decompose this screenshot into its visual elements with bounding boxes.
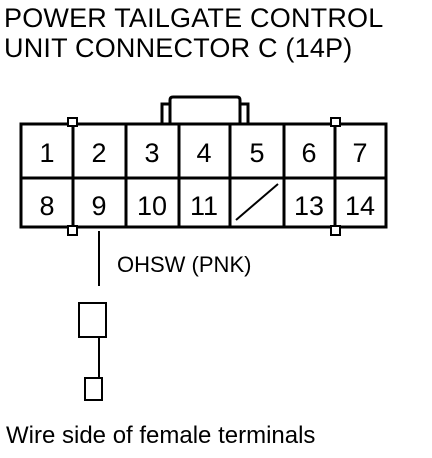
guide-peg-top-left <box>67 117 78 127</box>
diagram-title-line-1: POWER TAILGATE CONTROL <box>4 3 384 33</box>
pin-number: 13 <box>294 191 324 221</box>
pin-number: 9 <box>91 191 106 221</box>
guide-peg-bottom-right <box>330 225 341 236</box>
connector-body <box>19 122 388 229</box>
pin-number: 6 <box>301 138 316 168</box>
diagram-title-line-2: UNIT CONNECTOR C (14P) <box>4 33 353 63</box>
connector-lock-tab-right-flange <box>240 102 250 124</box>
empty-cavity-slash <box>235 183 279 221</box>
guide-peg-bottom-left <box>67 225 78 236</box>
test-probe-body <box>78 302 107 338</box>
view-caption: Wire side of female terminals <box>6 422 316 449</box>
pin-number: 2 <box>91 138 106 168</box>
pin-number: 7 <box>352 138 367 168</box>
connector-lock-tab-left-flange <box>160 102 170 124</box>
guide-peg-top-right <box>330 117 341 127</box>
pin-number: 14 <box>345 191 375 221</box>
pin-number: 8 <box>39 191 54 221</box>
pin-number: 5 <box>249 138 264 168</box>
probe-tip <box>84 377 103 401</box>
connector-lock-tab <box>168 95 242 124</box>
pin-number: 4 <box>196 138 211 168</box>
pin-number: 10 <box>137 191 167 221</box>
wire-label: OHSW (PNK) <box>117 252 252 277</box>
pin-number: 1 <box>39 138 54 168</box>
pin-number: 11 <box>190 191 218 221</box>
pin-number: 3 <box>144 138 159 168</box>
